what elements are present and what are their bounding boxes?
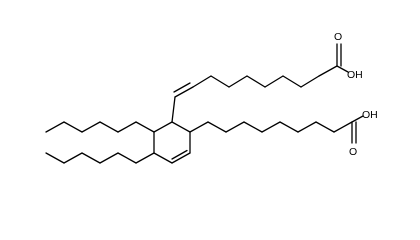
- upper-carbonyl-oxygen-label: O: [334, 31, 342, 43]
- cyclohexene-ring: [153, 121, 191, 164]
- upper-alkenyl-acid-chain: [171, 43, 349, 123]
- upper-hexyl-chain: [45, 121, 155, 133]
- skeletal-structure-diagram: O OH OH O: [45, 31, 378, 164]
- lower-hydroxyl-label: OH: [362, 109, 378, 121]
- lower-carbonyl-oxygen-label: O: [349, 146, 357, 158]
- ring-double-bond: [171, 149, 188, 160]
- upper-hydroxyl-label: OH: [347, 69, 363, 81]
- lower-hexyl-chain: [45, 152, 155, 164]
- lower-acid-chain: [189, 115, 364, 144]
- chain-double-bond: [173, 82, 191, 93]
